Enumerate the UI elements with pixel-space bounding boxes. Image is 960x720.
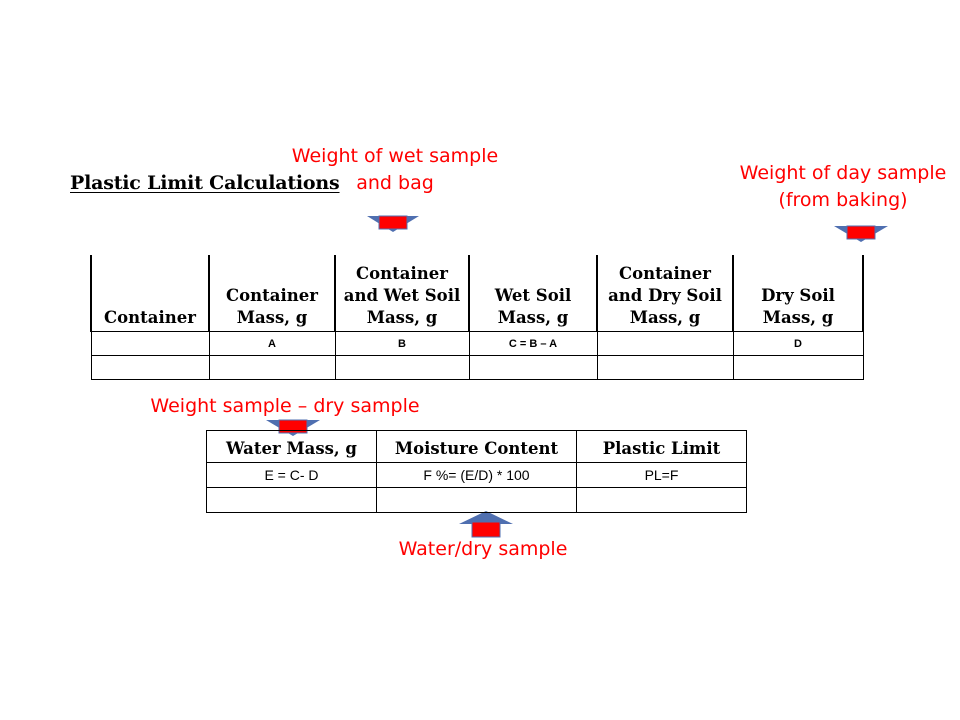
table-cell: F %= (E/D) * 100 [376,462,577,488]
down-arrow-icon [266,419,320,436]
table-cell: B [334,331,470,356]
table-row [90,355,864,380]
column-header-container-wet-soil-mass: Container and Wet Soil Mass, g [334,255,470,332]
column-header-plastic-limit: Plastic Limit [576,430,747,463]
table-header-row: Container Container Mass, g Container an… [90,255,864,332]
callout-wet-sample: Weight of wet sample and bag [291,145,499,194]
table-cell [90,331,210,356]
column-header-moisture-content: Moisture Content [376,430,577,463]
moisture-table: Water Mass, g Moisture Content Plastic L… [206,430,747,513]
table-cell: PL=F [576,462,747,488]
column-header-container-dry-soil-mass: Container and Dry Soil Mass, g [596,255,734,332]
table-cell [208,355,336,380]
table-cell [596,331,734,356]
plastic-limit-table: Container Container Mass, g Container an… [90,255,864,380]
column-header-dry-soil-mass: Dry Soil Mass, g [732,255,864,332]
table-cell [596,355,734,380]
down-arrow-icon [367,215,419,232]
table-cell [576,487,747,513]
table-row: A B C = B – A D [90,331,864,356]
table-cell [376,487,577,513]
table-cell: D [732,331,864,356]
table-cell [206,487,377,513]
table-row: E = C- D F %= (E/D) * 100 PL=F [206,462,747,488]
table-cell: A [208,331,336,356]
callout-water-dry: Water/dry sample [398,538,568,560]
table-cell: E = C- D [206,462,377,488]
up-arrow-icon [459,511,513,538]
column-header-container-mass: Container Mass, g [208,255,336,332]
column-header-wet-soil-mass: Wet Soil Mass, g [468,255,598,332]
column-header-container: Container [90,255,210,332]
callout-weight-difference: Weight sample – dry sample [150,395,420,417]
table-cell: C = B – A [468,331,598,356]
callout-day-sample: Weight of day sample (from baking) [739,162,947,211]
table-header-row: Water Mass, g Moisture Content Plastic L… [206,430,747,463]
table-cell [732,355,864,380]
document-title: Plastic Limit Calculations [70,172,340,194]
table-cell [468,355,598,380]
down-arrow-icon [834,225,888,242]
table-cell [90,355,210,380]
table-row [206,487,747,513]
table-cell [334,355,470,380]
column-header-water-mass: Water Mass, g [206,430,377,463]
